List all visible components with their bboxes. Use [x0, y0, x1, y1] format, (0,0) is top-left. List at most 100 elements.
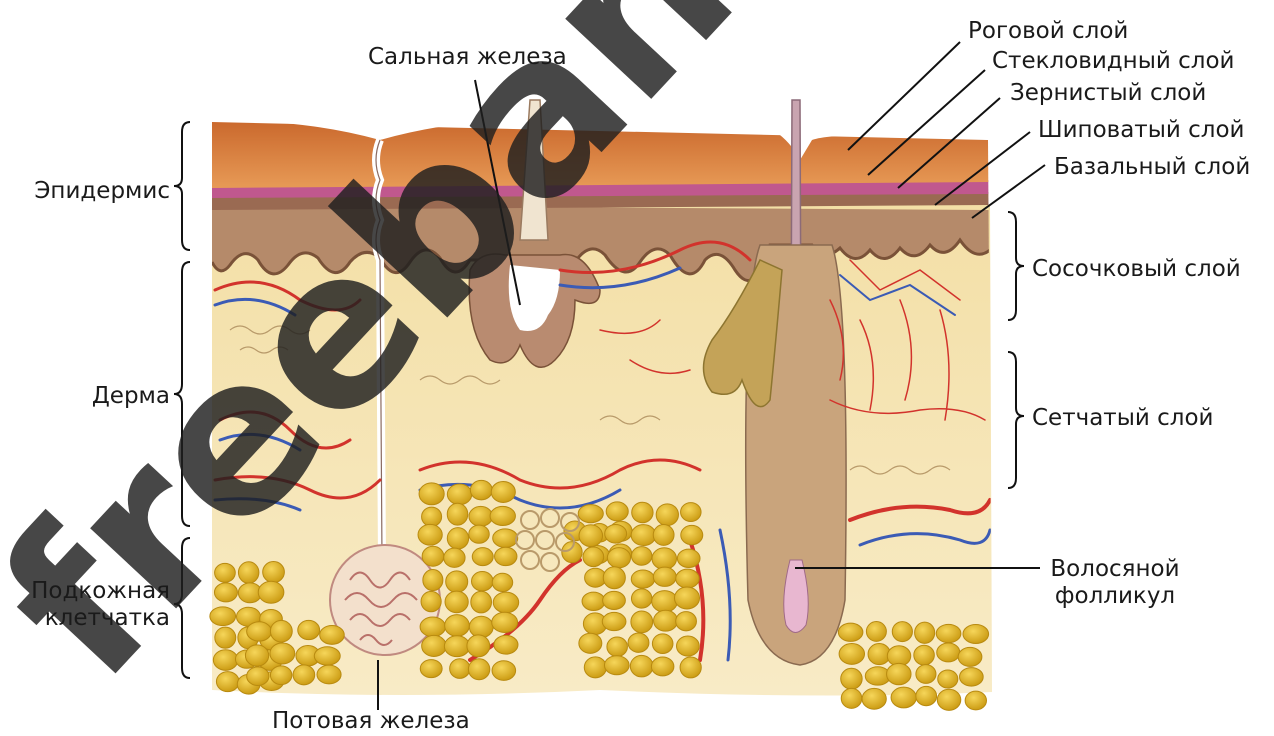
fat-cell — [422, 635, 447, 656]
fat-cell — [937, 643, 960, 662]
fat-cell — [892, 622, 912, 642]
fat-cell — [914, 645, 935, 665]
fat-cell — [493, 529, 518, 548]
fat-cell — [469, 525, 489, 543]
fat-cell — [916, 686, 937, 705]
fat-cell — [471, 591, 492, 613]
fat-cell — [604, 656, 629, 675]
fat-cell — [270, 620, 292, 642]
fat-cell — [965, 691, 986, 710]
fat-cell — [419, 483, 444, 505]
brace-papillary — [1008, 212, 1024, 320]
fat-cell — [468, 659, 489, 680]
fat-cell — [652, 548, 677, 570]
label-stratum-granulosum: Зернистый слой — [1010, 80, 1206, 107]
fat-cell — [270, 643, 295, 664]
fat-cell — [444, 636, 469, 657]
fat-cell — [674, 587, 699, 609]
fat-cell — [676, 636, 699, 656]
brace-epidermis — [174, 122, 190, 250]
fat-cell — [628, 633, 649, 652]
fat-cell — [680, 657, 701, 678]
fat-cell — [936, 624, 961, 642]
fat-cell — [841, 668, 862, 689]
fat-cell — [298, 620, 320, 639]
fat-cell — [492, 661, 516, 681]
fat-cell — [891, 687, 916, 708]
fat-cell — [447, 503, 468, 525]
label-stratum-lucidum: Стекловидный слой — [992, 48, 1235, 75]
fat-cell — [631, 589, 652, 608]
fat-cell — [960, 668, 984, 686]
fat-cell — [915, 622, 935, 643]
fat-cell — [654, 610, 678, 631]
label-reticular-layer: Сетчатый слой — [1032, 405, 1213, 432]
label-epidermis: Эпидермис — [10, 178, 170, 205]
brace-reticular — [1008, 352, 1024, 488]
fat-cell — [582, 592, 605, 610]
fat-cell — [632, 502, 653, 523]
label-stratum-basale: Базальный слой — [1054, 154, 1250, 181]
fat-cell — [422, 546, 444, 566]
fat-cell — [603, 591, 626, 609]
fat-cell — [450, 659, 470, 679]
label-sweat-gland: Потовая железа — [272, 708, 470, 735]
leader-corneum — [848, 42, 960, 150]
fat-cell — [444, 548, 465, 567]
fat-cell — [862, 688, 886, 709]
fat-cell — [495, 547, 517, 565]
fat-cell — [631, 547, 652, 566]
fat-cell — [652, 634, 673, 654]
fat-cell — [866, 622, 886, 642]
label-dermis: Дерма — [10, 383, 170, 410]
fat-cell — [841, 688, 862, 708]
fat-cell — [247, 622, 272, 641]
fat-cell — [607, 637, 628, 656]
fat-cell — [606, 502, 628, 521]
fat-cell — [681, 525, 703, 544]
fat-cell — [469, 506, 493, 526]
fat-cell — [651, 657, 674, 676]
fat-cell — [418, 524, 442, 545]
fat-cell — [445, 591, 468, 613]
fat-cell — [245, 645, 268, 666]
fat-cell — [630, 655, 653, 676]
label-papillary-layer: Сосочковый слой — [1032, 256, 1241, 283]
label-stratum-corneum: Роговой слой — [968, 18, 1128, 45]
fat-cell — [490, 506, 515, 525]
fat-cell — [605, 524, 627, 543]
fat-cell — [447, 484, 471, 505]
label-sebaceous-gland: Сальная железа — [368, 44, 567, 71]
fat-cell — [938, 670, 958, 688]
fat-cell — [420, 617, 445, 637]
label-hair-follicle: Волосяной фолликул — [1040, 556, 1190, 610]
fat-cell — [270, 666, 291, 685]
fat-cell — [887, 663, 911, 684]
fat-cell — [469, 616, 493, 637]
fat-cell — [492, 573, 512, 591]
fat-cell — [446, 571, 468, 593]
label-subcutaneous: Подкожная клетчатка — [4, 578, 170, 632]
fat-cell — [493, 592, 518, 613]
fat-cell — [602, 612, 626, 630]
fat-cell — [676, 569, 699, 588]
fat-cell — [583, 547, 604, 567]
fat-cell — [467, 635, 490, 657]
fat-cell — [472, 548, 493, 566]
fat-cell — [423, 570, 443, 591]
fat-cell — [420, 660, 442, 678]
fat-cell — [937, 689, 960, 710]
fat-cell — [631, 525, 656, 546]
fat-cell — [653, 525, 674, 546]
fat-cell — [958, 647, 982, 666]
fat-cell — [631, 611, 653, 633]
fat-cell — [293, 665, 315, 685]
fat-cell — [470, 480, 492, 499]
fat-cell — [838, 623, 863, 641]
fat-cell — [963, 625, 989, 644]
fat-cell — [607, 548, 630, 568]
fat-cell — [579, 525, 603, 547]
fat-cell — [213, 650, 238, 671]
fat-cell — [676, 612, 697, 631]
